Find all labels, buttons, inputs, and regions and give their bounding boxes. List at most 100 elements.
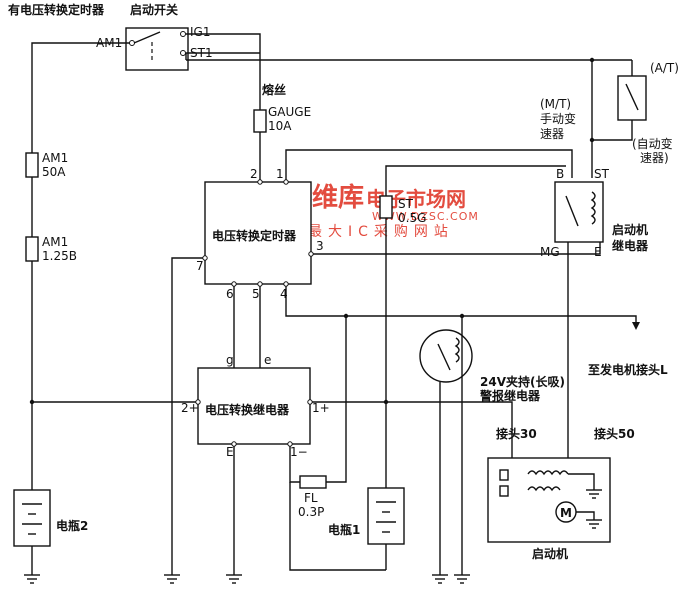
pin-2: 2 <box>250 167 258 181</box>
label-relay-st: ST <box>594 167 610 181</box>
label-st-fuse-val: 0.5G <box>398 211 426 225</box>
pin-1plus: 1+ <box>312 401 330 415</box>
label-st-fuse-name: ST <box>398 197 414 211</box>
ground-icon <box>226 574 242 584</box>
pin-4: 4 <box>280 287 288 301</box>
switch-terminal-ig1 <box>180 31 186 37</box>
wire-coil-ground <box>568 473 595 490</box>
label-am1-125b-val: 1.25B <box>42 249 77 263</box>
wire-motor-ground <box>576 511 595 520</box>
relay-coil <box>590 191 596 225</box>
ground-icon <box>586 519 602 529</box>
relay-contact <box>565 195 579 227</box>
watermark-slogan: 全球最大IC采购网站 <box>268 223 454 240</box>
label-relay-b: B <box>556 167 564 181</box>
label-mt: (M/T) <box>540 97 571 111</box>
fuse-am1-125b <box>25 236 39 262</box>
wire-st-fuse-top <box>385 165 566 182</box>
pin-2plus: 2+ <box>181 401 199 415</box>
fuse-fl <box>299 475 327 489</box>
wire-pin7-ground <box>171 257 205 575</box>
label-relay-e: E <box>594 245 602 259</box>
wire-1plus-to-30 <box>310 401 513 470</box>
label-am1-50a-val: 50A <box>42 165 66 179</box>
arrow-gen <box>632 322 640 330</box>
title-timer: 有电压转换定时器 <box>8 2 105 17</box>
pin-1: 1 <box>276 167 284 181</box>
pin-1minus: 1− <box>290 445 308 459</box>
voltage-conversion-relay <box>197 367 311 445</box>
wire-am1-main <box>31 42 130 490</box>
label-battery1: 电瓶1 <box>328 522 360 537</box>
label-mt-name-2: 速器 <box>540 127 564 141</box>
fuse-am1-50a <box>25 152 39 178</box>
label-mt-name-1: 手动变 <box>540 111 576 126</box>
pin-g: g <box>226 353 234 367</box>
pin-e: e <box>264 353 271 367</box>
ground-icon <box>432 574 448 584</box>
starter-coil-b <box>527 486 561 492</box>
label-starter-relay-1: 启动机 <box>612 222 648 237</box>
wire-ig1 <box>186 33 261 110</box>
pin-5: 5 <box>252 287 260 301</box>
wire-fl-up <box>326 316 347 483</box>
label-hold-relay-2: 警报继电器 <box>479 388 541 403</box>
pin-E: E <box>226 445 234 459</box>
ground-icon <box>586 489 602 499</box>
label-gen-terminal: 至发电机接头L <box>588 362 668 377</box>
label-starter: 启动机 <box>532 546 568 561</box>
wire-at-bottom <box>592 120 633 141</box>
pin-3: 3 <box>316 239 324 253</box>
pin-7: 7 <box>196 259 204 273</box>
label-at-name-2: 速器) <box>640 151 669 165</box>
starter-contact-b <box>499 485 509 497</box>
label-converter-timer: 电压转换定时器 <box>212 228 297 243</box>
hold-relay-coil <box>454 337 460 363</box>
pin-6: 6 <box>226 287 234 301</box>
wire-pin1-to-b <box>285 149 573 182</box>
fuse-st-05g <box>379 195 393 219</box>
label-terminal-30: 接头30 <box>496 426 537 441</box>
fuse-gauge <box>253 109 267 133</box>
label-relay-mg: MG <box>540 245 560 259</box>
hold-relay-contact <box>437 343 451 371</box>
label-starter-relay-2: 继电器 <box>612 238 649 253</box>
hold-relay-circle <box>419 329 473 383</box>
label-fuse: 熔丝 <box>262 82 286 97</box>
at-switch-blade <box>625 83 639 111</box>
watermark-url: WWW.DZSC.COM <box>372 210 479 223</box>
label-battery2: 电瓶2 <box>56 518 88 533</box>
ground-icon <box>24 574 40 584</box>
ground-symbols <box>24 489 602 584</box>
wire-1minus-bat1 <box>289 482 386 571</box>
label-am1-50a-name: AM1 <box>42 151 68 165</box>
ground-icon <box>164 574 180 584</box>
watermark-brand: 维库 <box>312 182 364 213</box>
label-ig1: IG1 <box>190 25 210 39</box>
label-motor: M <box>560 506 572 520</box>
label-gauge: GAUGE <box>268 105 311 119</box>
starter-relay-box <box>554 181 604 243</box>
start-switch-box <box>125 27 189 71</box>
starter-coil-a <box>527 470 569 476</box>
starter-contact-a <box>499 469 509 481</box>
switch-blade <box>133 31 161 44</box>
junction-dots <box>29 57 595 447</box>
switch-terminal-st1 <box>180 50 186 56</box>
wire-pin3-to-e <box>311 242 601 255</box>
label-gauge-amp: 10A <box>268 119 292 133</box>
label-fl-val: 0.3P <box>298 505 324 519</box>
title-start-switch: 启动开关 <box>130 2 178 17</box>
switch-terminal-am1 <box>129 40 135 46</box>
label-hold-relay-1: 24V夹持(长吸) <box>480 374 565 389</box>
label-fl-name: FL <box>304 491 318 505</box>
label-at-name-1: (自动变 <box>632 136 673 151</box>
label-at: (A/T) <box>650 61 679 75</box>
battery-1 <box>367 487 405 545</box>
battery-2 <box>13 489 51 547</box>
label-am1-125b-name: AM1 <box>42 235 68 249</box>
label-converter-relay: 电压转换继电器 <box>205 402 290 417</box>
label-terminal-50: 接头50 <box>594 426 635 441</box>
ground-icon <box>454 574 470 584</box>
